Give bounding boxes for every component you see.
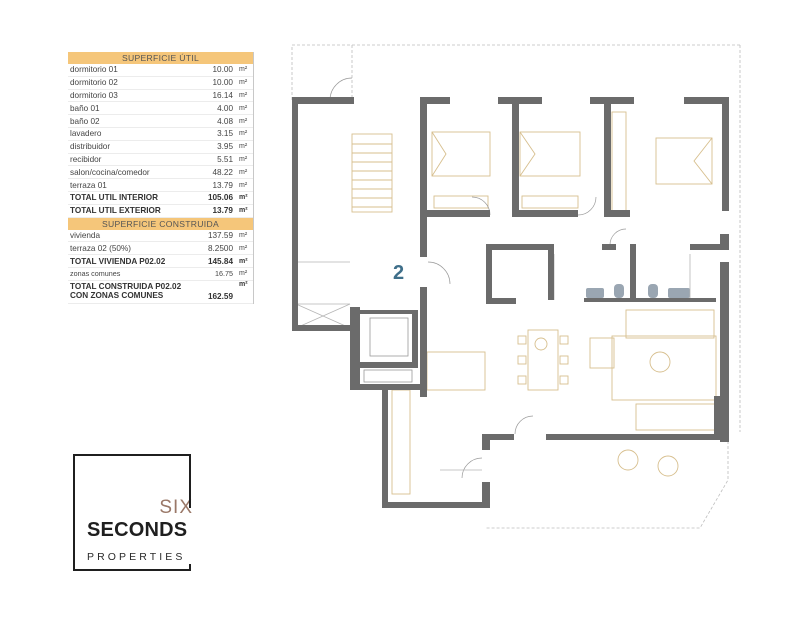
useful-area-header: SUPERFICIE ÚTIL: [68, 52, 253, 64]
sofa: [625, 309, 715, 339]
plant: [534, 337, 548, 351]
bathroom-fixtures: [586, 284, 690, 298]
built-area-header: SUPERFICIE CONSTRUIDA: [68, 217, 253, 230]
table-row-total: TOTAL CONSTRUIDA P02.02 CON ZONAS COMUNE…: [68, 281, 253, 304]
door-swing: [329, 77, 353, 101]
wardrobe-1: [433, 195, 489, 209]
bed-2: [519, 131, 581, 177]
sideboard: [635, 403, 717, 431]
stairs: [351, 133, 393, 213]
terrace-plant-2: [657, 455, 679, 477]
door-swing: [514, 415, 534, 435]
wardrobe-2: [521, 195, 579, 209]
kitchen-counter: [391, 389, 411, 495]
company-logo: SIX SECONDS PROPERTIES: [73, 454, 193, 571]
bed-1: [431, 131, 491, 177]
unit-number: 2: [393, 262, 405, 284]
logo-six: SIX: [156, 498, 193, 518]
door-swing: [577, 196, 597, 216]
bed-3: [655, 137, 713, 185]
coffee-table: [649, 351, 671, 373]
armchair: [589, 337, 615, 369]
door-swing: [609, 228, 627, 246]
rug: [611, 335, 717, 401]
logo-seconds: SECONDS: [87, 519, 190, 541]
entry-door-swing: [427, 261, 451, 285]
walls: [292, 97, 729, 508]
boundary-outline: [291, 44, 741, 529]
terrace-plant-1: [617, 449, 639, 471]
furniture: [329, 77, 717, 495]
wardrobe-3: [611, 111, 627, 213]
door-swing: [461, 457, 483, 479]
kitchen-island: [426, 351, 486, 391]
partitions: [295, 254, 691, 471]
logo-properties: PROPERTIES: [87, 551, 186, 563]
dining-table: [527, 329, 559, 391]
elevator: [363, 317, 413, 383]
